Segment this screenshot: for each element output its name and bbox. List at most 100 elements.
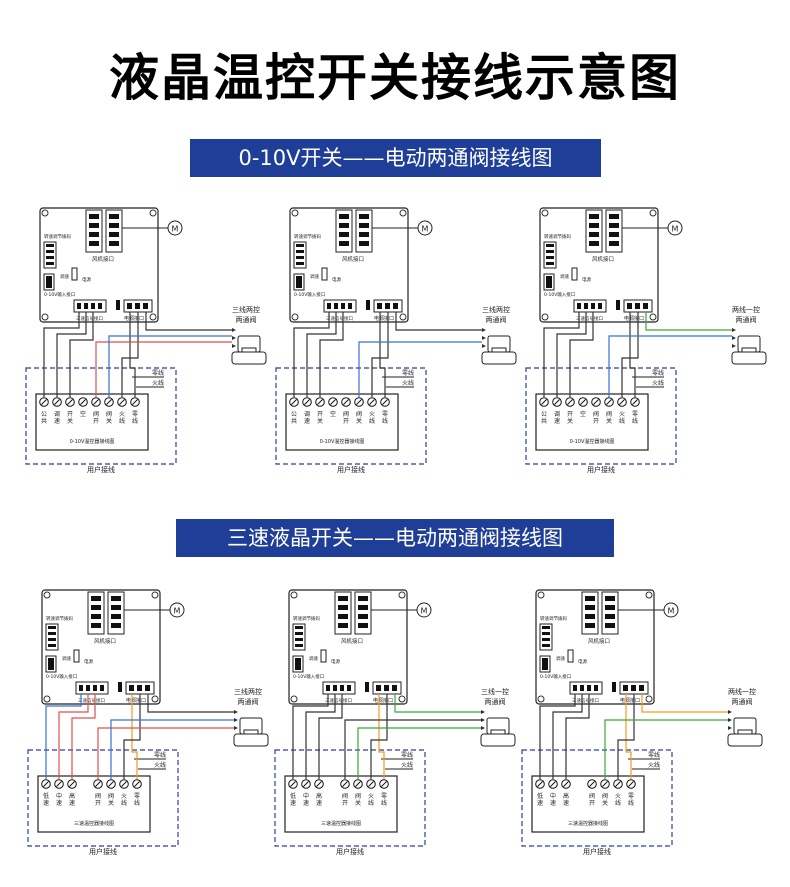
terminal-label: 阀关 — [606, 410, 612, 425]
svg-text:零: 零 — [132, 411, 138, 418]
mount-hole-icon — [149, 313, 157, 321]
signal-pin — [598, 303, 602, 309]
wire — [58, 694, 89, 779]
valve-neck — [737, 729, 753, 735]
speed-switch-label: 转速调节拨码 — [293, 615, 320, 622]
wire — [342, 781, 348, 787]
svg-text:线: 线 — [134, 799, 140, 807]
speed-label: 调速 — [60, 273, 69, 280]
power-port-label: 电源接口 — [624, 315, 644, 322]
terminal-label: 中速 — [56, 792, 62, 807]
thermostat-caption: 三速温控器接线图 — [74, 820, 114, 827]
relay-terminal — [339, 241, 349, 246]
svg-text:阀: 阀 — [108, 792, 114, 800]
thermostat-caption: 三速温控器接线图 — [321, 820, 361, 827]
dip-key — [295, 626, 303, 629]
relay-terminal — [358, 596, 368, 601]
relay-terminal — [111, 596, 121, 601]
fuse — [365, 682, 369, 692]
wire — [608, 335, 732, 397]
svg-text:关: 关 — [355, 799, 361, 807]
terminal-label: 开关 — [567, 411, 573, 425]
speed-switch-label: 转速调节拨码 — [540, 615, 567, 622]
motor-icon — [663, 602, 679, 618]
dip-key — [46, 244, 54, 247]
valve-body-icon — [727, 733, 763, 747]
jumper-pins — [46, 276, 52, 288]
power-port-label: 电源接口 — [620, 697, 640, 704]
wire — [69, 781, 75, 787]
svg-text:火: 火 — [615, 793, 621, 800]
svg-text:线: 线 — [628, 799, 634, 807]
wire — [304, 399, 310, 405]
svg-text:线: 线 — [369, 417, 375, 425]
signal-pin — [591, 303, 595, 309]
dip-key — [542, 626, 550, 629]
relay-terminal — [609, 232, 619, 237]
relay-terminal — [91, 605, 101, 610]
dip-key — [296, 262, 304, 265]
signal-pin — [573, 685, 577, 691]
wire — [106, 399, 112, 405]
user-wiring-label: 用户接线 — [336, 847, 364, 856]
signal-port-label: 三速信号接口 — [326, 315, 353, 322]
user-wiring-frame — [27, 749, 179, 847]
wire — [554, 399, 560, 405]
svg-text:共: 共 — [41, 417, 47, 425]
zero-line-label: 零线 — [648, 751, 660, 759]
dip-key — [542, 644, 550, 647]
relay-terminal — [109, 214, 119, 219]
svg-text:开: 开 — [67, 411, 73, 418]
wire — [539, 694, 576, 779]
relay-terminal — [589, 214, 599, 219]
valve-name-label: 两通阀 — [736, 315, 757, 324]
user-wiring-frame — [275, 367, 427, 465]
wire — [617, 694, 635, 779]
wire — [56, 312, 87, 397]
svg-text:线: 线 — [632, 417, 638, 425]
wire — [108, 335, 232, 397]
power-pin — [384, 685, 389, 691]
relay-terminal — [609, 223, 619, 228]
relay-terminal — [585, 605, 595, 610]
power-pin — [137, 685, 142, 691]
user-wiring-label: 用户接线 — [337, 465, 365, 474]
mount-hole-icon — [151, 591, 159, 599]
signal-pin — [577, 303, 581, 309]
signal-pin — [93, 685, 97, 691]
terminal-label: 阀开 — [95, 792, 101, 807]
terminal-label: 阀开 — [589, 792, 595, 807]
fire-line-label: 火线 — [152, 379, 164, 387]
relay-terminal — [605, 605, 615, 610]
user-wiring-label: 用户接线 — [587, 465, 615, 474]
wire-arrow-icon — [482, 336, 486, 340]
power-label: 电源 — [332, 276, 341, 283]
mount-hole-icon — [291, 209, 299, 217]
wire — [45, 694, 82, 779]
svg-text:关: 关 — [317, 417, 323, 425]
svg-text:火: 火 — [369, 411, 375, 418]
wire — [95, 781, 101, 787]
power-pin — [392, 685, 397, 691]
svg-text:关: 关 — [602, 799, 608, 807]
terminal-label: 阀开 — [93, 410, 99, 425]
power-pin — [376, 685, 381, 691]
terminal-label: 中速 — [550, 792, 556, 807]
svg-text:阀: 阀 — [95, 792, 101, 800]
valve-type-label: 三线两控 — [482, 305, 510, 314]
wiring-panel-5: M风机接口转速调节拨码调速电源0-10V输入接口三速信号接口电源接口三线一控两通… — [274, 589, 516, 856]
relay-terminal — [89, 223, 99, 228]
wire — [69, 312, 94, 397]
wire — [615, 781, 621, 787]
wiring-panel-2: M风机接口转速调节拨码调速电源0-10V输入接口三速信号接口电源接口三线两控两通… — [275, 207, 517, 474]
power-label: 电源 — [82, 276, 91, 283]
terminal-label: 低速 — [290, 792, 296, 807]
svg-text:高: 高 — [563, 792, 569, 800]
valve-name-label: 两通阀 — [485, 697, 506, 706]
wire — [355, 781, 361, 787]
motor-label: M — [422, 225, 429, 234]
terminal-label: 空 — [330, 410, 336, 418]
wire — [394, 694, 481, 713]
terminal-label: 火线 — [368, 793, 374, 807]
dip-key — [542, 632, 550, 635]
